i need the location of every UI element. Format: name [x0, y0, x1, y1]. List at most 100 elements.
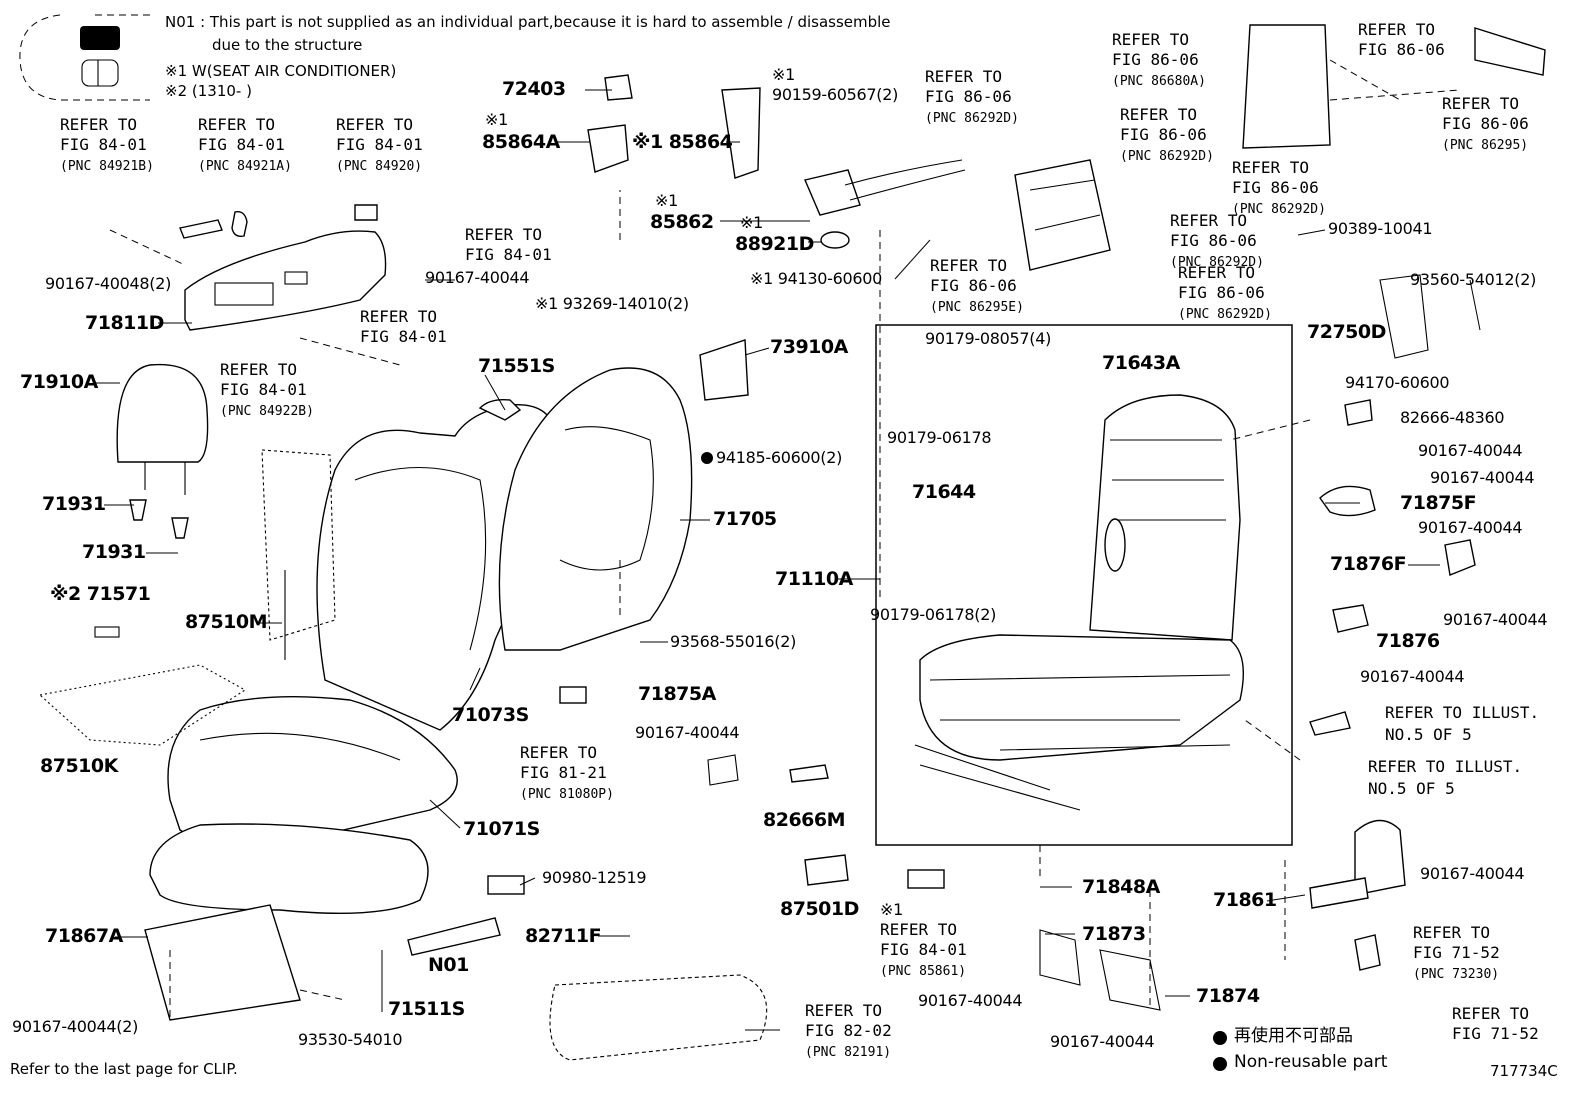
part-number[interactable]: 90167-40044 — [1050, 1032, 1155, 1051]
ref-fig-86-06[interactable]: REFER TO FIG 86-06(PNC 86292D) — [1178, 263, 1272, 322]
ref-fig-71-52[interactable]: REFER TO FIG 71-52(PNC 73230) — [1413, 923, 1500, 982]
part-number[interactable]: 71811D — [85, 312, 164, 334]
part-number[interactable]: 72403 — [502, 78, 566, 100]
ref-fig-71-52[interactable]: REFER TO FIG 71-52 — [1452, 1004, 1539, 1043]
part-number[interactable]: 90179-08057(4) — [925, 329, 1052, 348]
part-number[interactable]: 82666-48360 — [1400, 408, 1505, 427]
ref-fig-86-06[interactable]: REFER TO FIG 86-06(PNC 86292D) — [1120, 105, 1214, 164]
part-number[interactable]: 90389-10041 — [1328, 219, 1433, 238]
part-number[interactable]: 71644 — [912, 481, 976, 503]
ref-fig-84-01[interactable]: REFER TO FIG 84-01(PNC 84922B) — [220, 360, 314, 419]
ref-fig-84-01[interactable]: REFER TO FIG 84-01(PNC 84920) — [336, 115, 423, 174]
ref-fig-86-06[interactable]: REFER TO FIG 86-06(PNC 86295E) — [930, 256, 1024, 315]
part-number[interactable]: 90980-12519 — [542, 868, 647, 887]
ref-fig-86-06[interactable]: REFER TO FIG 86-06(PNC 86295) — [1442, 94, 1529, 153]
legend-non-reusable-en: Non-reusable part — [1234, 1052, 1388, 1072]
ref-fig-86-06[interactable]: REFER TO FIG 86-06(PNC 86680A) — [1112, 30, 1206, 89]
part-number[interactable]: 90167-40044(2) — [12, 1017, 139, 1036]
part-number[interactable]: 87510K — [40, 755, 118, 777]
part-number[interactable]: 71071S — [463, 818, 540, 840]
part-number[interactable]: 71910A — [20, 371, 98, 393]
part-number[interactable]: 87501D — [780, 898, 859, 920]
part-number[interactable]: 71705 — [713, 508, 777, 530]
part-number[interactable]: ※2 71571 — [50, 583, 151, 605]
part-number[interactable]: 93530-54010 — [298, 1030, 403, 1049]
part-number[interactable]: 94185-60600(2) — [716, 448, 843, 467]
part-number[interactable]: 87510M — [185, 611, 268, 633]
part-number[interactable]: 71873 — [1082, 923, 1146, 945]
ref-fig-86-06[interactable]: REFER TO FIG 86-06(PNC 86292D) — [925, 67, 1019, 126]
ref-fig-82-02[interactable]: REFER TO FIG 82-02(PNC 82191) — [805, 1001, 892, 1060]
part-number[interactable]: 71867A — [45, 925, 123, 947]
part-number[interactable]: 90167-40044 — [1418, 441, 1523, 460]
part-number[interactable]: 85862 — [650, 211, 714, 233]
part-number[interactable]: 93560-54012(2) — [1410, 270, 1537, 289]
part-number[interactable]: 71875F — [1400, 492, 1477, 514]
part-number[interactable]: 94170-60600 — [1345, 373, 1450, 392]
part-number[interactable]: 90167-40044 — [1443, 610, 1548, 629]
ref-fig-84-01[interactable]: REFER TO FIG 84-01(PNC 84921B) — [60, 115, 154, 174]
ref-fig-86-06[interactable]: REFER TO FIG 86-06(PNC 86292D) — [1170, 211, 1264, 270]
back-board-illustration — [1014, 24, 1546, 271]
part-number[interactable]: 90159-60567(2) — [772, 85, 899, 104]
part-number[interactable]: 71848A — [1082, 876, 1160, 898]
ref-fig-84-01[interactable]: REFER TO FIG 84-01(PNC 84921A) — [198, 115, 292, 174]
ref-illust-5-of-5[interactable]: REFER TO ILLUST. NO.5 OF 5 — [1368, 757, 1523, 798]
part-number[interactable]: 90179-06178 — [887, 428, 992, 447]
footer-clip-note: Refer to the last page for CLIP. — [10, 1060, 238, 1078]
part-number[interactable]: 88921D — [735, 233, 814, 255]
ref-fig-86-06[interactable]: REFER TO FIG 86-06(PNC 86292D) — [1232, 158, 1326, 217]
switch-cover-illustration — [179, 204, 387, 331]
part-number[interactable]: 93568-55016(2) — [670, 632, 797, 651]
part-number[interactable]: 90167-40044 — [1430, 468, 1535, 487]
small-parts-illustration — [407, 274, 1476, 1061]
part-number[interactable]: N01 — [428, 954, 469, 976]
part-number[interactable]: 71875A — [638, 683, 716, 705]
headrest-illustration — [116, 363, 209, 539]
part-number[interactable]: 71643A — [1102, 352, 1180, 374]
part-number[interactable]: 73910A — [770, 336, 848, 358]
ref-illust-5-of-5[interactable]: REFER TO ILLUST. NO.5 OF 5 — [1385, 703, 1540, 744]
part-number[interactable]: 90167-40048(2) — [45, 274, 172, 293]
part-number[interactable]: 71876 — [1376, 630, 1440, 652]
part-number[interactable]: ※1 93269-14010(2) — [535, 294, 689, 313]
part-number[interactable]: 90167-40044 — [635, 723, 740, 742]
part-number[interactable]: 71931 — [42, 493, 106, 515]
ref-fig-84-01[interactable]: REFER TO FIG 84-01 — [360, 307, 447, 346]
marker-seat-air-conditioner: ※1 — [485, 110, 508, 129]
part-number[interactable]: 90167-40044 — [1360, 667, 1465, 686]
part-number[interactable]: ※1 85864 — [632, 131, 733, 153]
part-number[interactable]: 90167-40044 — [425, 268, 530, 287]
seat-frame-illustration — [914, 394, 1245, 811]
part-number[interactable]: 71110A — [775, 568, 853, 590]
part-number[interactable]: 90167-40044 — [1420, 864, 1525, 883]
part-number[interactable]: 71511S — [388, 998, 465, 1020]
part-number[interactable]: ※1 94130-60600 — [750, 269, 883, 288]
part-number[interactable]: 90179-06178(2) — [870, 605, 997, 624]
legend-bullet-icon — [1213, 1057, 1227, 1071]
ref-fig-84-01[interactable]: REFER TO FIG 84-01(PNC 85861) — [880, 920, 967, 979]
part-number[interactable]: 90167-40044 — [1418, 518, 1523, 537]
part-number[interactable]: 71876F — [1330, 553, 1407, 575]
part-number[interactable]: 71073S — [452, 704, 529, 726]
part-number[interactable]: 71874 — [1196, 985, 1260, 1007]
note-n01: N01 : This part is not supplied as an in… — [165, 13, 891, 31]
part-number[interactable]: 85864A — [482, 131, 560, 153]
part-number[interactable]: 71861 — [1213, 889, 1277, 911]
part-number[interactable]: 71551S — [478, 355, 555, 377]
ref-fig-81-21[interactable]: REFER TO FIG 81-21(PNC 81080P) — [520, 743, 614, 802]
ref-fig-86-06[interactable]: REFER TO FIG 86-06 — [1358, 20, 1445, 59]
note-production-date: ※2 (1310- ) — [165, 82, 252, 100]
marker-seat-air-conditioner: ※1 — [772, 65, 795, 84]
part-number[interactable]: 71931 — [82, 541, 146, 563]
part-number[interactable]: 90167-40044 — [918, 991, 1023, 1010]
part-number[interactable]: 72750D — [1307, 321, 1386, 343]
part-number[interactable]: 82666M — [763, 809, 846, 831]
marker-seat-air-conditioner: ※1 — [655, 191, 678, 210]
blower-parts-illustration — [587, 74, 966, 249]
ref-fig-84-01[interactable]: REFER TO FIG 84-01 — [465, 225, 552, 264]
part-number[interactable]: 82711F — [525, 925, 602, 947]
note-n01-continued: due to the structure — [212, 36, 363, 54]
